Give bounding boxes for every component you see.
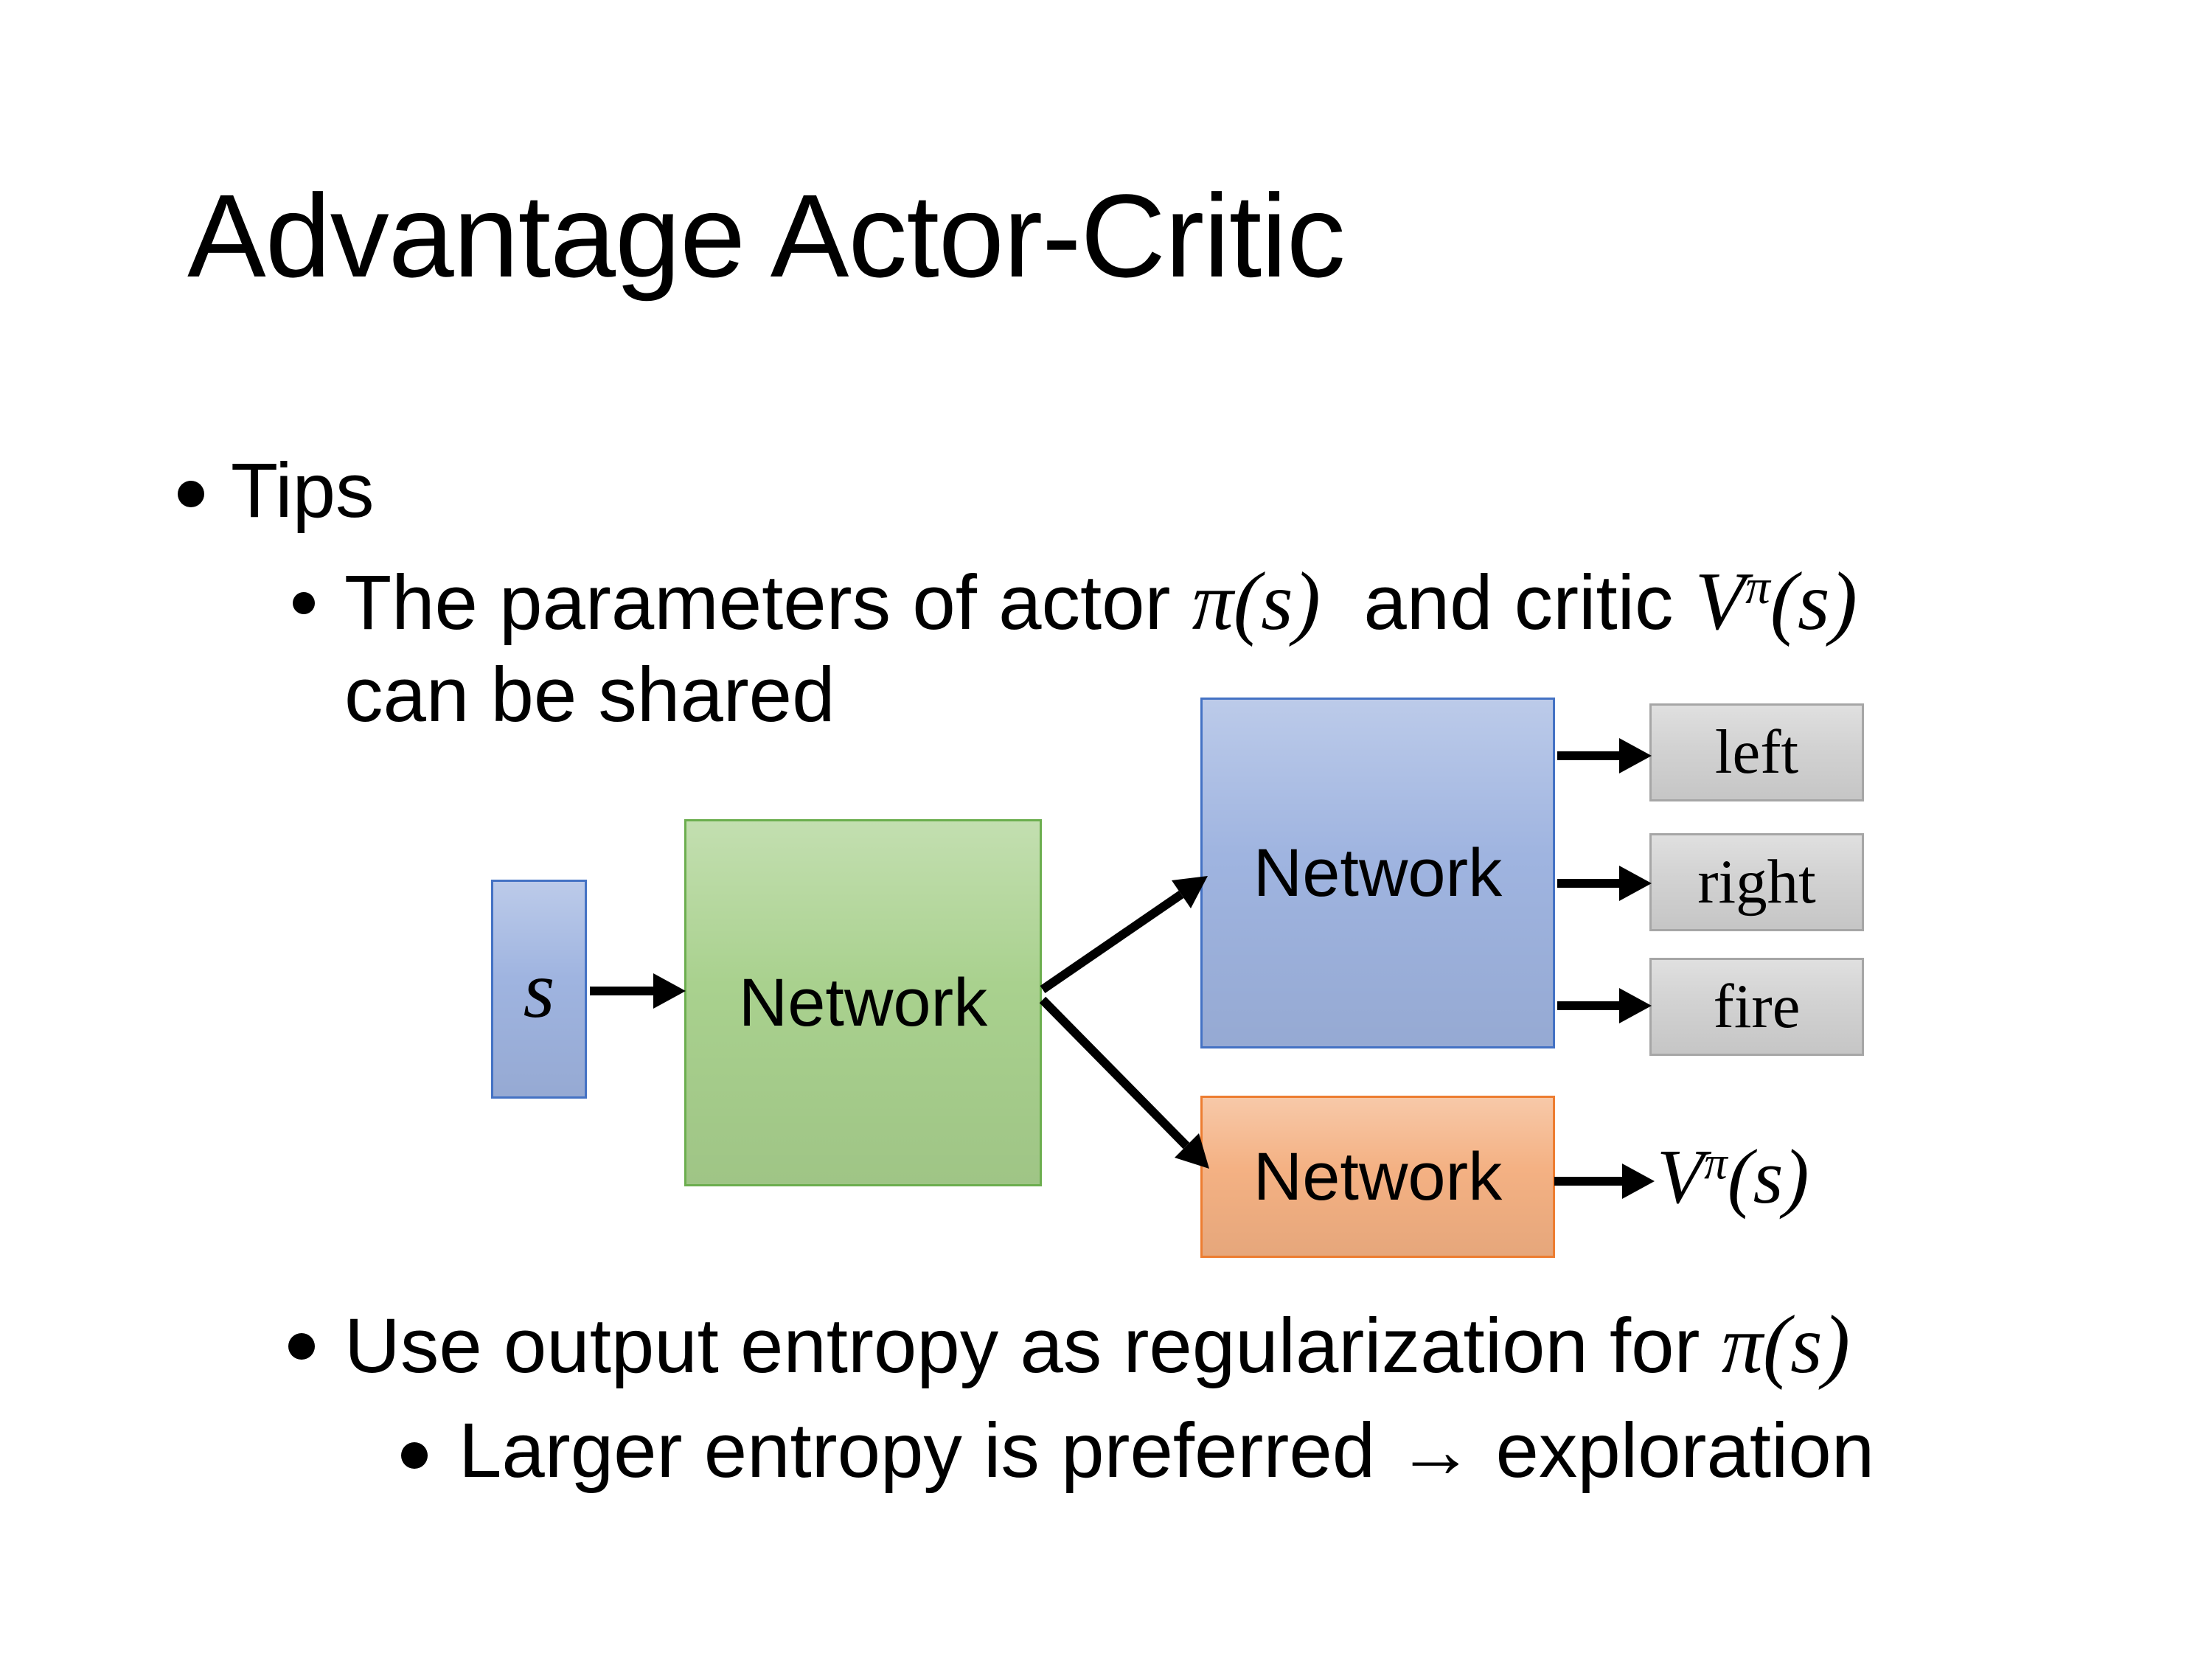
action-label-fire: fire [1713, 972, 1801, 1041]
math-v-pi-s: Vπ(s) [1695, 556, 1857, 647]
action-label-left: left [1714, 717, 1799, 787]
actor-network-box: Network [1200, 698, 1555, 1048]
page-title: Advantage Actor-Critic [187, 170, 1346, 302]
critic-network-label: Network [1253, 1139, 1503, 1214]
arrow-head-icon [1622, 1164, 1655, 1199]
arrow-head-icon [653, 973, 686, 1009]
arrow-actor-to-fire [1557, 988, 1652, 1023]
action-box-left: left [1649, 703, 1864, 801]
action-box-right: right [1649, 833, 1864, 931]
bullet-icon [288, 1333, 315, 1360]
bullet-tips: Tips [231, 448, 375, 534]
bullet-parameters-shared-line2: can be shared [344, 652, 835, 738]
value-output-label: Vπ(s) [1657, 1138, 1809, 1215]
action-label-right: right [1697, 847, 1816, 917]
arrow-head-icon [1619, 866, 1652, 901]
shared-network-label: Network [738, 965, 988, 1040]
action-box-fire: fire [1649, 958, 1864, 1056]
math-v: V [1657, 1133, 1705, 1220]
bullet-icon [401, 1442, 428, 1469]
arrow-head-icon [1619, 738, 1652, 773]
bullet-entropy-regularization: Use output entropy as regularization for… [344, 1304, 1850, 1386]
superscript-pi: π [1745, 559, 1770, 615]
arrow-actor-to-right [1557, 866, 1652, 901]
actor-network-label: Network [1253, 835, 1503, 911]
math-pi-s: π(s) [1721, 1299, 1850, 1391]
math-args: (s) [1770, 556, 1857, 647]
bullet-larger-entropy: Larger entropy is preferred → exploratio… [459, 1408, 1875, 1494]
state-input-box: s [491, 880, 587, 1099]
math-pi-s: π(s) [1192, 556, 1321, 647]
state-label: s [523, 944, 555, 1034]
critic-network-box: Network [1200, 1096, 1555, 1258]
arrow-shared-to-critic [1039, 996, 1209, 1169]
superscript-pi: π [1704, 1137, 1728, 1189]
arrow-shaft [1039, 996, 1190, 1150]
arrow-shared-to-actor [1040, 876, 1208, 993]
text-segment: and critic [1320, 560, 1695, 646]
bullet-icon [178, 481, 204, 507]
arrow-head-icon [1619, 988, 1652, 1023]
math-args: (s) [1727, 1133, 1809, 1220]
text-segment: The parameters of actor [344, 560, 1192, 646]
arrow-actor-to-left [1557, 738, 1652, 773]
arrow-critic-to-value [1554, 1164, 1655, 1199]
arrow-state-to-shared [590, 973, 686, 1009]
bullet-icon [293, 592, 315, 614]
text-segment: Use output entropy as regularization for [344, 1303, 1722, 1389]
shared-network-box: Network [684, 819, 1042, 1186]
arrow-shaft [1040, 891, 1184, 993]
bullet-parameters-shared: The parameters of actor π(s) and critic … [344, 560, 1857, 643]
math-v: V [1694, 556, 1746, 647]
